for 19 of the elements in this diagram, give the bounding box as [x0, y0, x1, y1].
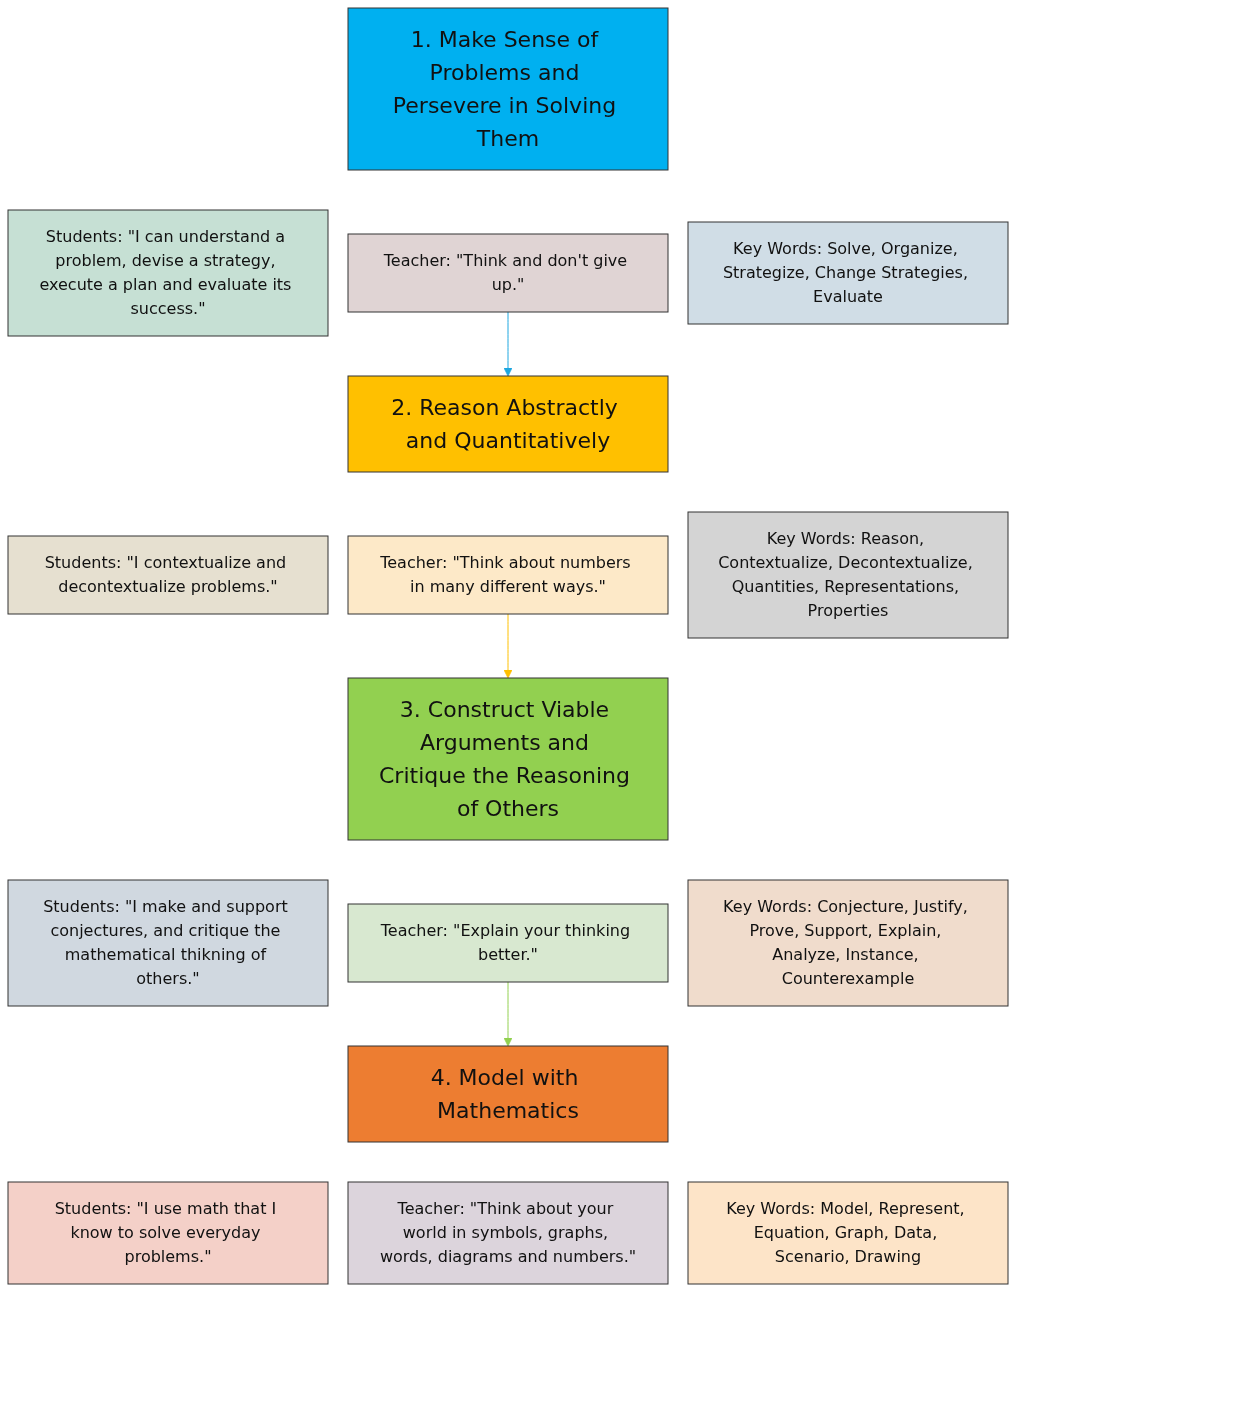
node-box: Students: "I use math that I know to solve everyday problems."	[7, 1181, 329, 1285]
node-box: 2. Reason Abstractly and Quantitatively	[347, 375, 669, 473]
node-box: 1. Make Sense of Problems and Persevere in Solving Them	[347, 7, 669, 171]
node-box: Teacher: "Explain your thinking better."	[347, 903, 669, 983]
node-box: 4. Model with Mathematics	[347, 1045, 669, 1143]
node-box: Students: "I can understand a problem, devise a strategy, execute a plan and evaluate its success."	[7, 209, 329, 337]
node-box: Teacher: "Think about your world in symbols, graphs, words, diagrams and numbers."	[347, 1181, 669, 1285]
node-box: 3. Construct Viable Arguments and Critique the Reasoning of Others	[347, 677, 669, 841]
node-box: Students: "I contextualize and decontextualize problems."	[7, 535, 329, 615]
arrow	[503, 613, 513, 679]
node-box: Teacher: "Think about numbers in many different ways."	[347, 535, 669, 615]
node-box: Key Words: Reason, Contextualize, Decontextualize, Quantities, Representations, Properties	[687, 511, 1009, 639]
node-box: Key Words: Conjecture, Justify, Prove, Support, Explain, Analyze, Instance, Counterexample	[687, 879, 1009, 1007]
node-box: Key Words: Model, Represent, Equation, Graph, Data, Scenario, Drawing	[687, 1181, 1009, 1285]
node-box: Teacher: "Think and don't give up."	[347, 233, 669, 313]
arrow	[503, 311, 513, 377]
node-box: Key Words: Solve, Organize, Strategize, Change Strategies, Evaluate	[687, 221, 1009, 325]
arrow	[503, 981, 513, 1047]
node-box: Students: "I make and support conjectures, and critique the mathematical thikning of others."	[7, 879, 329, 1007]
